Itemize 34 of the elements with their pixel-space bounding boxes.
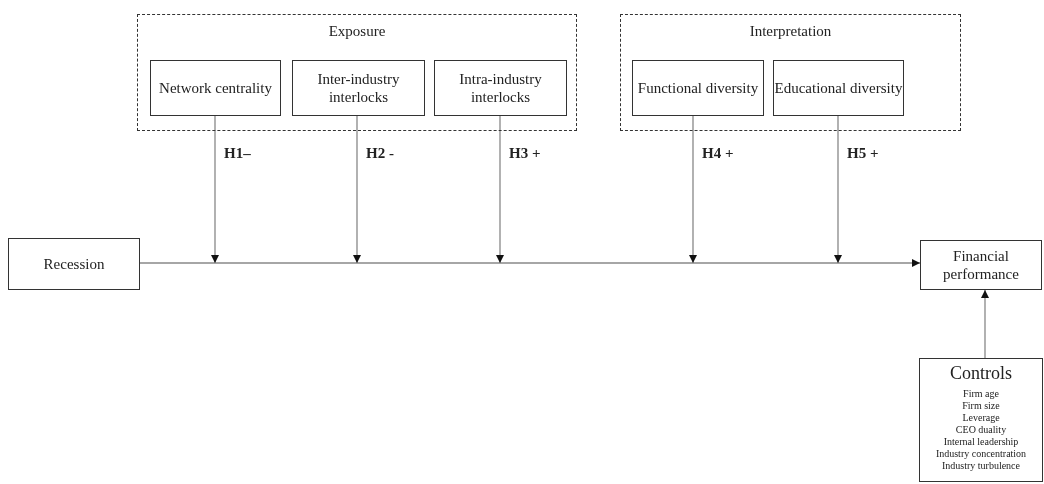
arrow: [139, 259, 921, 267]
group-box: [620, 14, 961, 131]
variable-label: Controls: [950, 363, 1012, 385]
control-item: Firm size: [962, 399, 1000, 412]
arrow: [211, 114, 219, 264]
control-item: Internal leadership: [943, 435, 1019, 448]
variable-box: [292, 60, 425, 116]
arrow: [834, 114, 842, 264]
arrow: [981, 289, 989, 359]
control-item: Industry turbulence: [941, 459, 1020, 472]
variable-label: Intra-industry interlocks: [458, 70, 543, 106]
variable-label: Financial performance: [942, 247, 1020, 283]
arrow: [353, 114, 361, 264]
control-item: CEO duality: [955, 423, 1007, 436]
group-box: [137, 14, 577, 131]
variable-box: [632, 60, 764, 116]
variable-label: Network centrality: [159, 79, 272, 97]
variable-label: Inter-industry interlocks: [316, 70, 401, 106]
variable-box: [773, 60, 904, 116]
variable-box: [920, 240, 1042, 290]
variable-label: Recession: [43, 255, 105, 273]
variable-box: [434, 60, 567, 116]
group-title: Interpretation: [749, 22, 832, 40]
variable-box: [150, 60, 281, 116]
variable-label: Functional diversity: [637, 79, 759, 97]
variable-box: [919, 358, 1043, 482]
control-item: Leverage: [962, 411, 1000, 424]
variable-label: Educational diversity: [774, 79, 903, 97]
group-title: Exposure: [328, 22, 386, 40]
arrow: [496, 114, 504, 264]
control-item: Firm age: [963, 387, 999, 400]
variable-box: [8, 238, 140, 290]
control-item: Industry concentration: [935, 447, 1027, 460]
arrow: [689, 114, 697, 264]
